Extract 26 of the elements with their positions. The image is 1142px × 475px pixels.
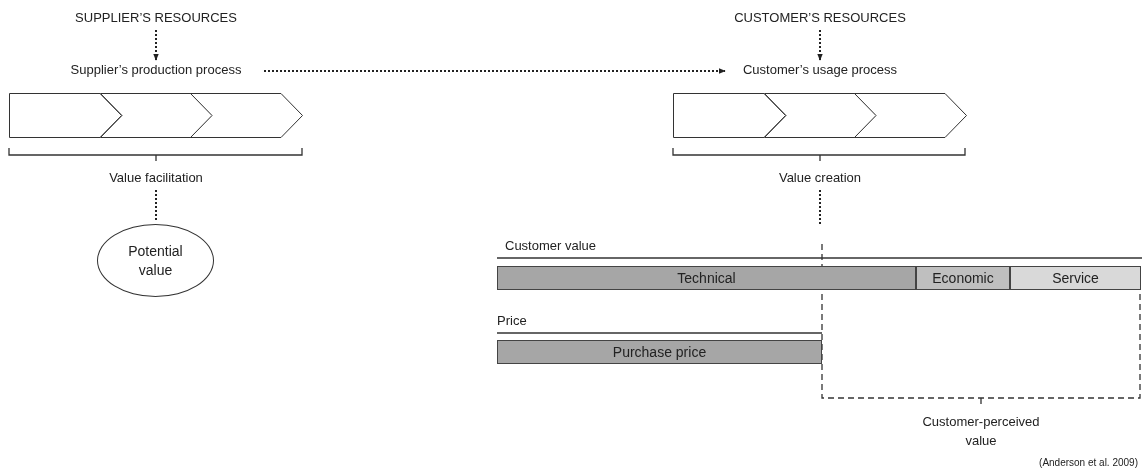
price-bar: Purchase price [497, 340, 822, 364]
section-label: Customer value [505, 237, 597, 255]
dotted-arrow [817, 29, 823, 61]
bracket-label: Value facilitation [101, 170, 211, 188]
chevron-shape [673, 93, 786, 138]
dotted-line [155, 189, 157, 223]
value-ellipse: Potential value [97, 224, 214, 297]
chevron-shape [764, 93, 877, 138]
chevron-shape [9, 93, 122, 138]
chevron-shape [854, 93, 967, 138]
citation: (Anderson et al. 2009) [1039, 457, 1138, 468]
value-bar: Technical [497, 266, 916, 290]
value-bar: Service [1010, 266, 1141, 290]
value-bar: Economic [916, 266, 1010, 290]
bracket-label: Value creation [770, 170, 870, 188]
dotted-arrow [153, 29, 159, 61]
bracket-label: Customer-perceived value [921, 413, 1041, 450]
heading-label: CUSTOMER’S RESOURCES [730, 10, 910, 28]
section-label: Price [497, 312, 527, 330]
process-label: Customer’s usage process [735, 62, 905, 80]
process-label: Supplier’s production process [66, 62, 246, 80]
dotted-line [819, 189, 821, 227]
heading-label: SUPPLIER’S RESOURCES [66, 10, 246, 28]
dotted-arrow [263, 68, 726, 74]
chevron-shape [100, 93, 213, 138]
chevron-shape [190, 93, 303, 138]
